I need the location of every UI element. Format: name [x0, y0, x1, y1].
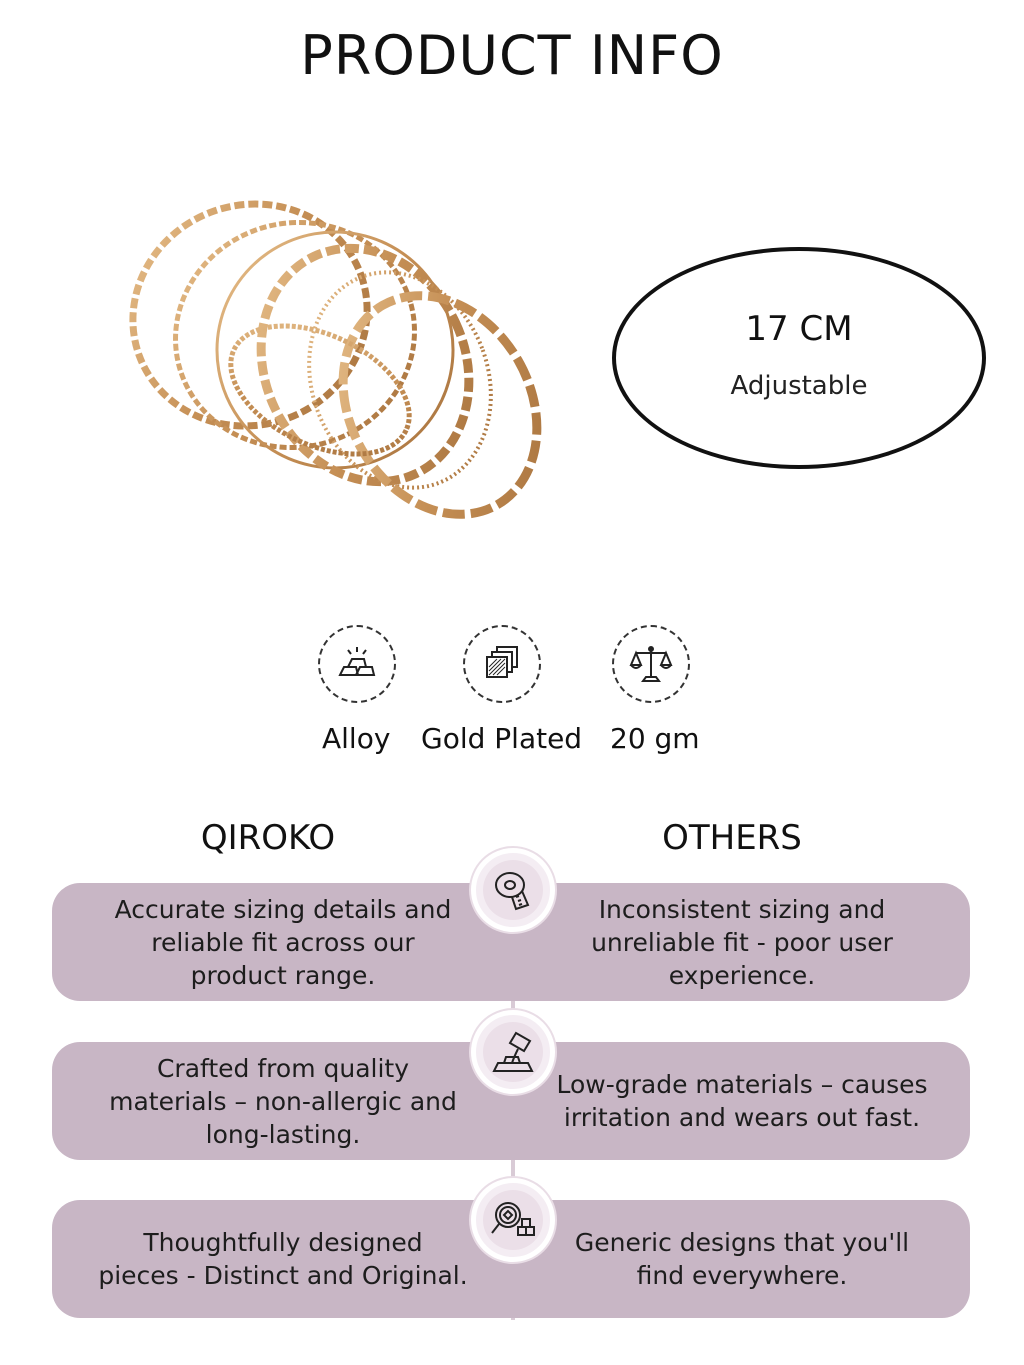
gold-chain-bracelet-set-image — [129, 200, 542, 519]
others-point-design: Generic designs that you'll find everywh… — [514, 1200, 970, 1318]
feature-label-weight: 20 gm — [610, 722, 700, 755]
qiroko-point-line: Thoughtfully designed — [143, 1228, 423, 1257]
others-point-line: Low-grade materials – causes — [556, 1070, 928, 1099]
qiroko-point-line: Crafted from quality — [156, 1053, 410, 1083]
qiroko-point-line: long-lasting. — [205, 1119, 361, 1149]
others-point-line: irritation and wears out fast. — [563, 1103, 921, 1132]
qiroko-point-design: Thoughtfully designed pieces - Distinct … — [52, 1200, 514, 1318]
others-point-line: Generic designs that you'll — [574, 1228, 910, 1257]
measuring-tape-icon — [471, 848, 555, 932]
gold-plated-layers-icon — [463, 625, 541, 703]
others-point-line: find everywhere. — [636, 1261, 848, 1290]
qiroko-point-line: pieces - Distinct and Original. — [98, 1261, 468, 1290]
others-point-materials: Low-grade materials – causes irritation … — [514, 1042, 970, 1160]
feature-label-material: Alloy — [322, 722, 391, 755]
qiroko-point-line: reliable fit across our — [151, 927, 415, 957]
qiroko-point-sizing: Accurate sizing details and reliable fit… — [52, 883, 514, 1001]
weight-scale-icon — [612, 625, 690, 703]
size-badge: 17 CM Adjustable — [612, 247, 986, 469]
others-point-sizing: Inconsistent sizing and unreliable fit -… — [514, 883, 970, 1001]
others-point-line: unreliable fit - poor user — [591, 927, 893, 957]
qiroko-point-line: product range. — [190, 960, 376, 990]
page-title: PRODUCT INFO — [300, 24, 724, 87]
qiroko-point-line: Accurate sizing details and — [114, 894, 452, 924]
size-value: 17 CM — [745, 309, 853, 349]
others-heading: OTHERS — [662, 818, 802, 858]
qiroko-point-line: materials – non-allergic and — [109, 1086, 457, 1116]
feature-label-finish: Gold Plated — [421, 722, 583, 755]
design-inspection-icon — [471, 1178, 555, 1262]
material-crafting-icon — [471, 1010, 555, 1094]
others-point-line: Inconsistent sizing and — [598, 894, 886, 924]
others-point-line: experience. — [668, 960, 816, 990]
size-note: Adjustable — [730, 371, 868, 401]
alloy-bars-icon — [318, 625, 396, 703]
qiroko-point-materials: Crafted from quality materials – non-all… — [52, 1042, 514, 1160]
qiroko-heading: QIROKO — [200, 818, 336, 858]
